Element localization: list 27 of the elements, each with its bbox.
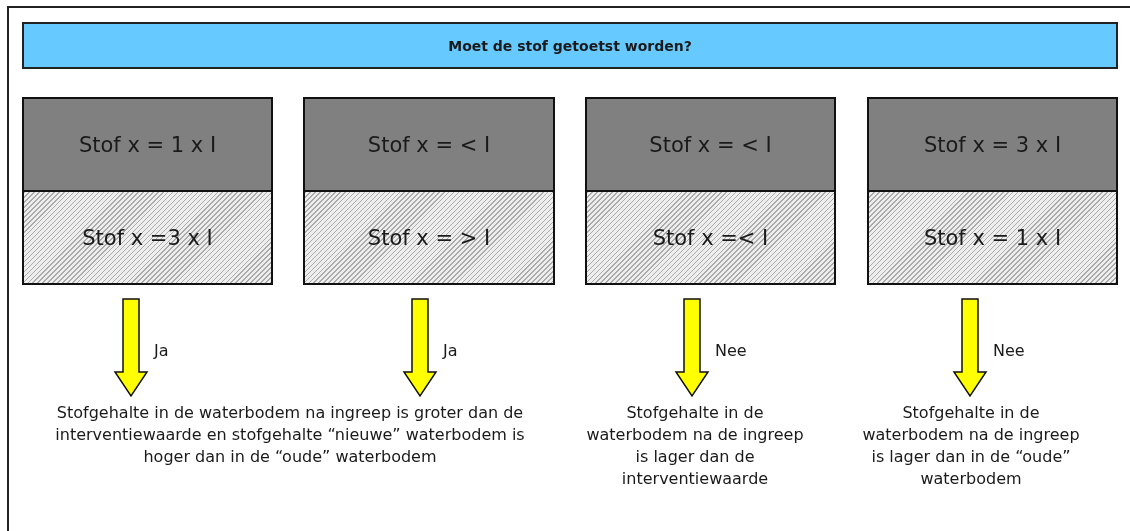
- process-box: [303, 97, 555, 192]
- edge-label: Ja: [153, 341, 170, 360]
- box-text: Stof x = < I: [367, 132, 491, 157]
- result-text: Stofgehalte in de waterbodem na de ingreep is lager dan de interventiewaarde: [585, 402, 805, 490]
- hatched-box: [22, 192, 273, 285]
- box-text: Stof x = 3 x I: [923, 132, 1062, 157]
- result-text: Stofgehalte in de waterbodem na de ingreep is lager dan in de “oude” waterbodem: [861, 402, 1081, 490]
- box-text: Stof x = 1 x I: [923, 225, 1062, 250]
- box-text: Stof x = > I: [367, 225, 491, 250]
- hatched-box: [303, 192, 555, 285]
- hatched-box: [585, 192, 836, 285]
- hatched-box: [867, 192, 1118, 285]
- box-text: Stof x = < I: [649, 132, 772, 157]
- process-box: [867, 97, 1118, 192]
- result-text: Stofgehalte in de waterbodem na ingreep is groter dan de interventiewaarde en stofgehalte “nieuwe” waterbodem is hoger dan in de “oude” waterbodem: [54, 402, 526, 468]
- box-text: Moet de stof getoetst worden?: [448, 37, 692, 54]
- block-arrow: [952, 298, 988, 398]
- block-arrow: [113, 298, 149, 398]
- title-banner: [22, 22, 1118, 69]
- process-box: [585, 97, 836, 192]
- box-text: Stof x =< I: [652, 225, 769, 250]
- process-box: [22, 97, 273, 192]
- block-arrow: [674, 298, 710, 398]
- block-arrow: [402, 298, 438, 398]
- box-text: Stof x = 1 x I: [78, 132, 217, 157]
- box-text: Stof x =3 x I: [82, 225, 213, 250]
- edge-label: Ja: [442, 341, 459, 360]
